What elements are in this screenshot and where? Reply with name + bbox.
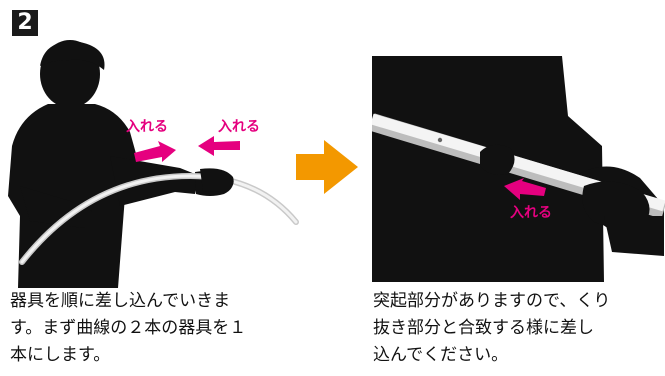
caption-right-line: 込んでください。 bbox=[373, 345, 509, 365]
step-number: 2 bbox=[17, 10, 33, 35]
person-silhouette-left bbox=[8, 40, 299, 288]
insert-label: 入れる bbox=[510, 205, 552, 221]
next-step-arrow-icon bbox=[296, 140, 358, 194]
caption-right-line: 突起部分がありますので、くり bbox=[373, 291, 611, 311]
insert-arrow-left-icon bbox=[504, 178, 546, 200]
hands-silhouette-right bbox=[372, 56, 665, 282]
insert-label-left: 入れる bbox=[126, 119, 168, 135]
step-number-badge: 2 bbox=[12, 10, 38, 36]
caption-right: 突起部分がありますので、くり 抜き部分と合致する様に差し 込んでください。 bbox=[373, 288, 665, 369]
insert-arrow-left-icon bbox=[198, 136, 240, 156]
caption-left-line: 本にします。 bbox=[10, 345, 111, 365]
caption-left-line: す。まず曲線の２本の器具を１ bbox=[10, 318, 247, 338]
caption-left-line: 器具を順に差し込んでいきま bbox=[10, 291, 231, 311]
right-illustration: 入れる bbox=[372, 56, 665, 282]
caption-right-line: 抜き部分と合致する様に差し bbox=[373, 318, 594, 338]
insert-label-right: 入れる bbox=[218, 119, 260, 135]
caption-left: 器具を順に差し込んでいきま す。まず曲線の２本の器具を１ 本にします。 bbox=[10, 288, 310, 369]
left-illustration: 入れる 入れる bbox=[0, 36, 310, 288]
insert-arrow-right-icon bbox=[134, 141, 176, 162]
